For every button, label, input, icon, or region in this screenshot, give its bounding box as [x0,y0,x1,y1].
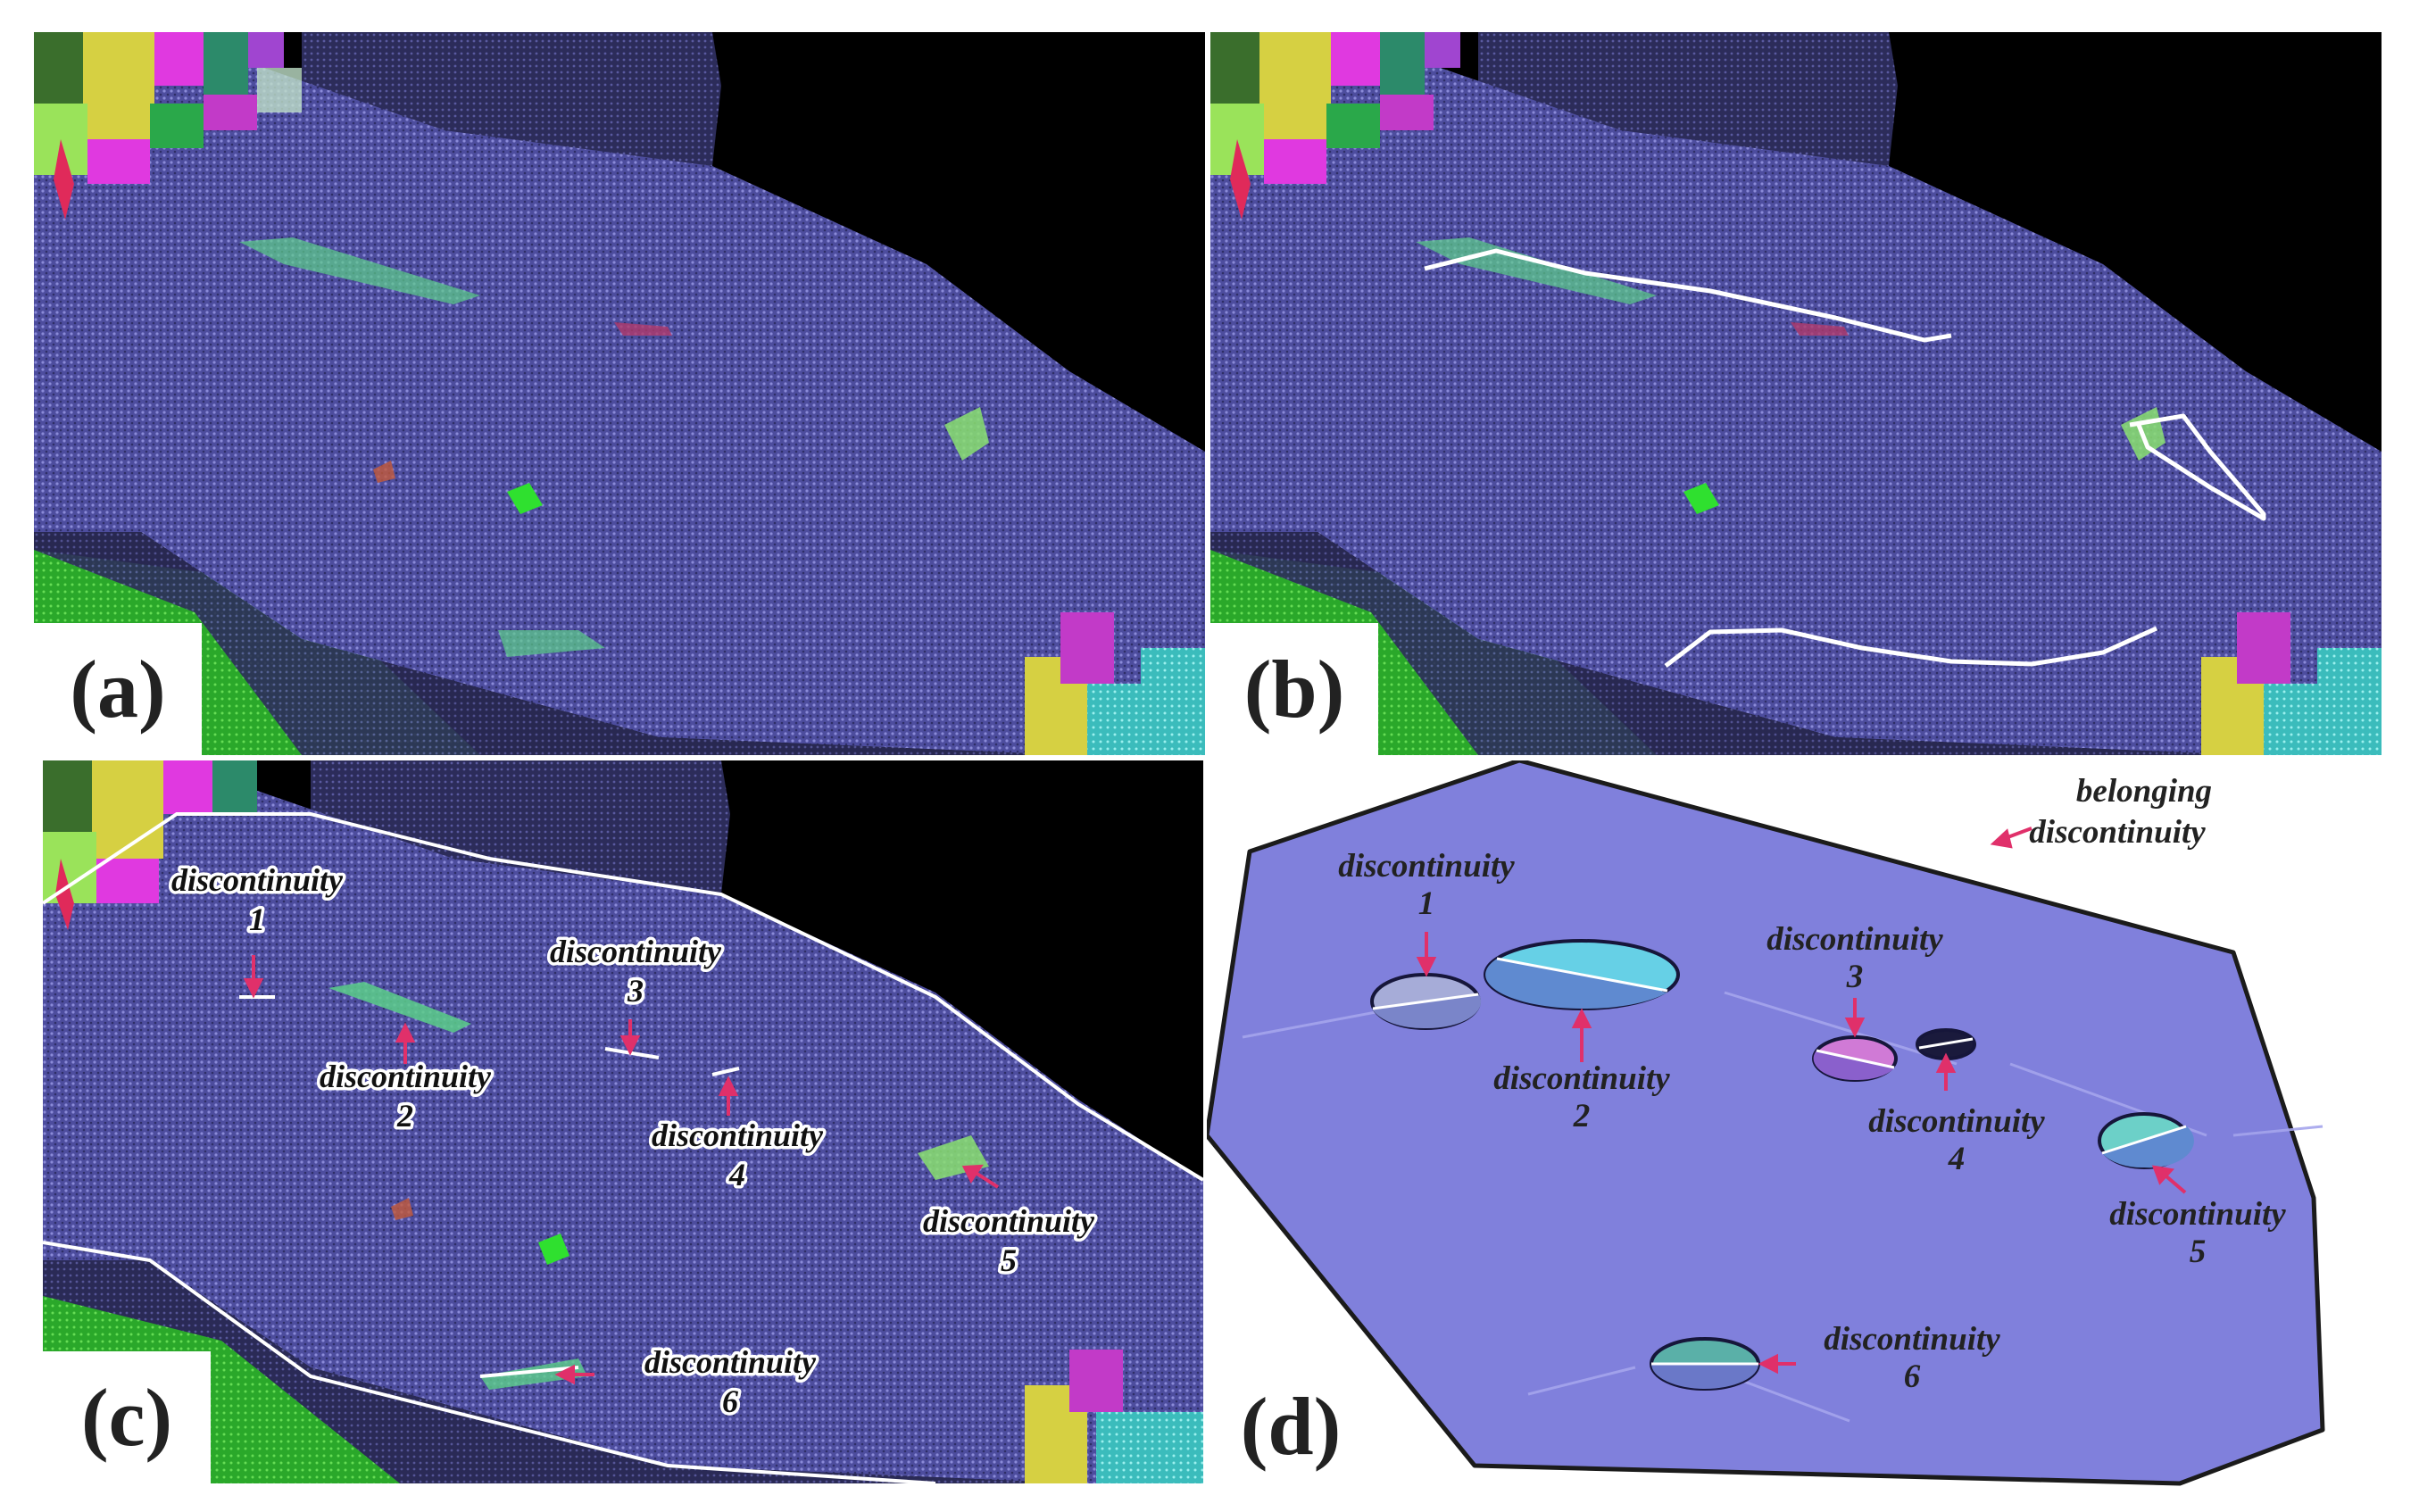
svg-text:6: 6 [1904,1358,1921,1395]
svg-text:discontinuity: discontinuity [1338,848,1515,885]
panel-c: discontinuity 1 discontinuity 2 disconti… [43,760,1203,1483]
svg-text:belonging: belonging [2076,773,2212,810]
svg-text:discontinuity: discontinuity [1868,1103,2045,1140]
annotation-d-belonging: belonging discontinuity [2029,773,2212,851]
ellipse-discontinuity-3 [1812,1035,1898,1082]
svg-text:discontinuity: discontinuity [923,1203,1095,1239]
svg-text:6: 6 [722,1383,738,1419]
svg-text:3: 3 [627,973,644,1009]
annotation-d-4: discontinuity 4 [1868,1103,2045,1177]
svg-text:discontinuity: discontinuity [2029,814,2206,851]
svg-text:discontinuity: discontinuity [171,862,344,898]
svg-text:discontinuity: discontinuity [1493,1060,1670,1097]
svg-text:4: 4 [728,1157,745,1192]
ellipse-discontinuity-6 [1650,1337,1760,1391]
annotation-c-5: discontinuity 5 [919,1200,1098,1282]
panel-a: (a) [34,32,1205,755]
annotation-d-1: discontinuity 1 [1338,848,1515,922]
panel-label-d: (d) [1240,1381,1342,1472]
annotation-c-4: discontinuity 4 [648,1115,827,1196]
annotation-c-2: discontinuity 2 [316,1056,495,1137]
annotation-d-2: discontinuity 2 [1493,1060,1670,1134]
schematic-plane-d: belonging discontinuity discontinuity 1 … [1207,760,2325,1486]
annotation-c-3: discontinuity 3 [546,931,725,1012]
point-cloud-image-b [1210,32,2382,755]
svg-text:3: 3 [1846,959,1864,995]
svg-text:discontinuity: discontinuity [644,1344,817,1380]
svg-text:5: 5 [2190,1234,2207,1270]
ellipse-discontinuity-5 [2098,1112,2194,1169]
point-cloud-image-c: discontinuity 1 discontinuity 2 disconti… [43,760,1203,1483]
annotation-d-3: discontinuity 3 [1766,921,1943,995]
panel-label-c: (c) [43,1351,211,1483]
ellipse-discontinuity-1 [1370,973,1482,1030]
panel-b: (b) [1210,32,2382,755]
svg-text:4: 4 [1948,1141,1966,1177]
trace-line-1 [1424,248,1952,343]
annotation-d-6: discontinuity 6 [1824,1321,2000,1395]
svg-text:5: 5 [1001,1242,1017,1278]
svg-text:2: 2 [396,1098,413,1134]
belonging-plane [1207,760,2325,1486]
svg-text:discontinuity: discontinuity [1824,1321,2000,1358]
trace-line-2 [2129,413,2266,521]
svg-text:discontinuity: discontinuity [550,934,722,969]
annotation-c-6: discontinuity 6 [641,1342,819,1423]
panel-label-b: (b) [1210,623,1378,755]
annotation-c-1: discontinuity 1 [168,860,346,941]
svg-text:1: 1 [249,901,265,937]
point-cloud-image-a [34,32,1205,755]
svg-text:discontinuity: discontinuity [2109,1196,2286,1233]
svg-text:discontinuity: discontinuity [652,1117,824,1153]
svg-text:2: 2 [1573,1098,1591,1134]
svg-text:discontinuity: discontinuity [320,1059,492,1094]
annotation-d-5: discontinuity 5 [2109,1196,2286,1270]
svg-text:1: 1 [1418,885,1435,922]
panel-label-a: (a) [34,623,202,755]
panel-d: belonging discontinuity discontinuity 1 … [1207,760,2385,1492]
trace-line-3 [1664,626,2158,668]
ellipse-discontinuity-2 [1484,939,1680,1010]
svg-text:discontinuity: discontinuity [1766,921,1943,958]
